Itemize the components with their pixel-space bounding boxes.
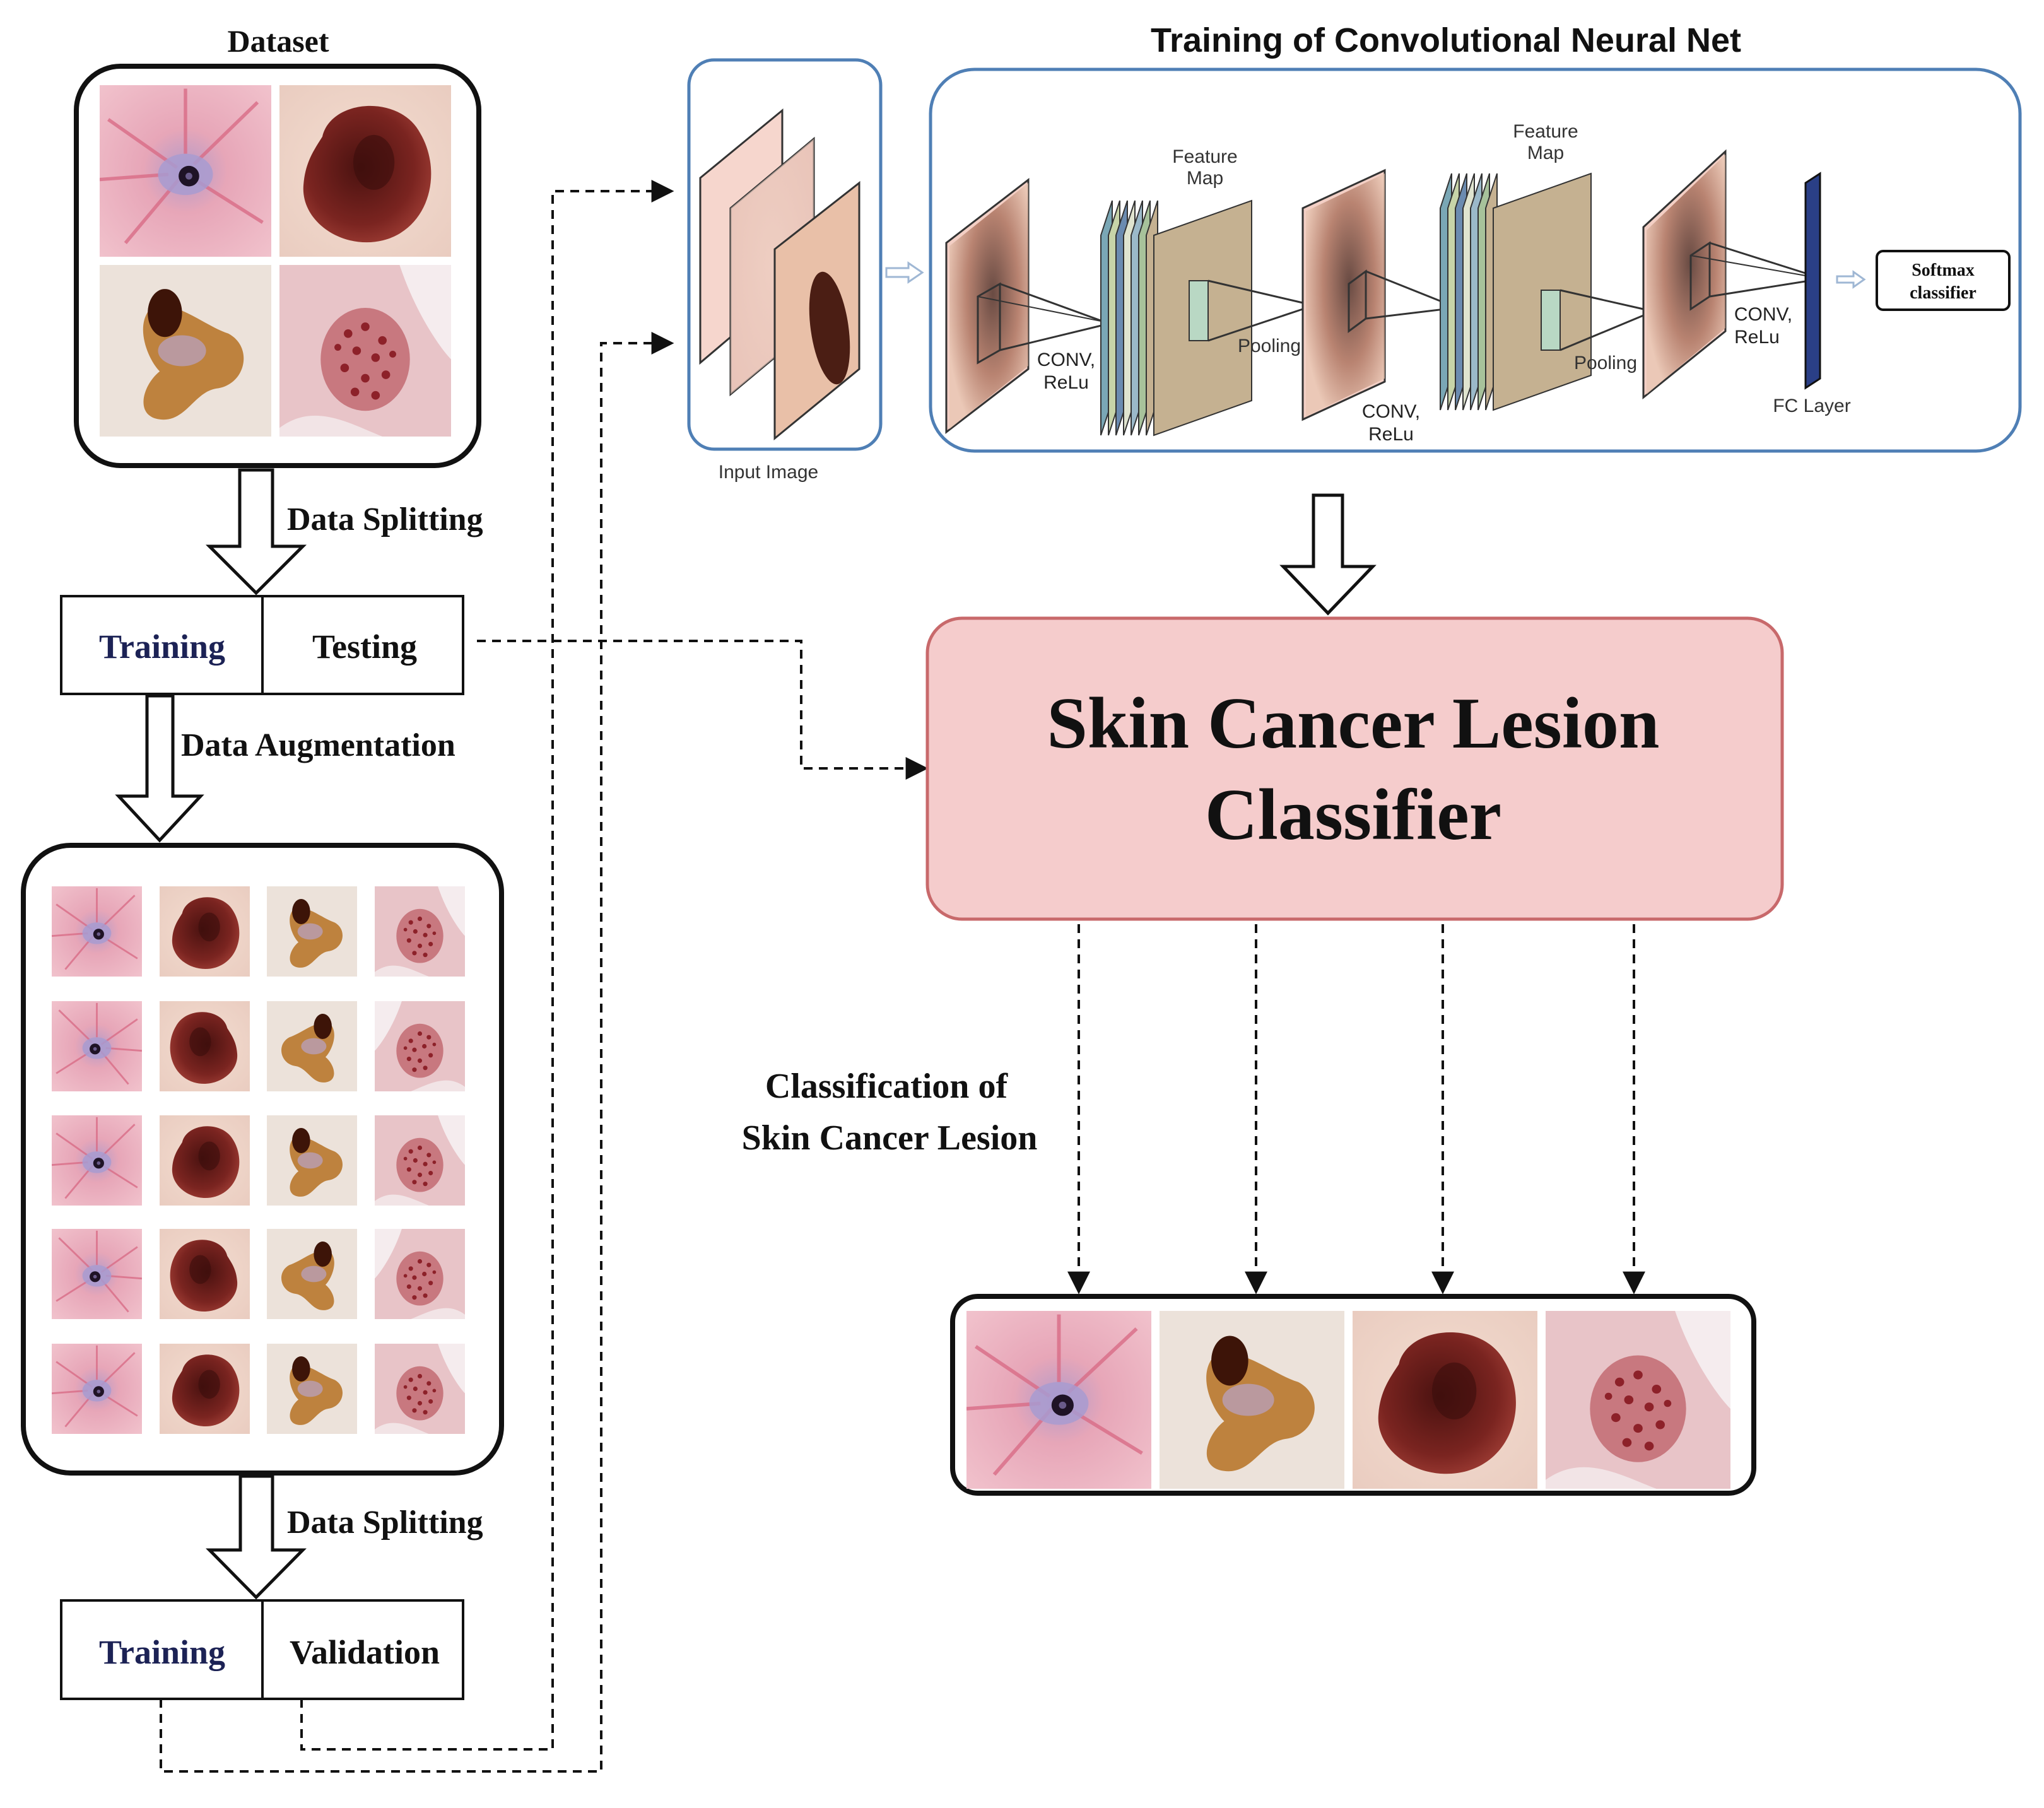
- output-image-nevus: [1353, 1311, 1537, 1489]
- step-data-splitting-1: Data Splitting: [287, 502, 483, 537]
- label-validation: Validation: [290, 1633, 440, 1671]
- dataset-box: [74, 64, 481, 468]
- classification-label-line2: Skin Cancer Lesion: [742, 1118, 1038, 1158]
- augmented-image-vascular-lesion: [52, 1115, 142, 1206]
- dataset-image-pigmented: [100, 265, 271, 437]
- softmax-box: [1876, 250, 2011, 311]
- conv-label-2a: CONV,: [1362, 401, 1420, 422]
- input-image-label: Input Image: [719, 462, 818, 483]
- output-image-dotted: [1546, 1311, 1730, 1489]
- dashed-connectors: [160, 180, 1645, 1773]
- split-box-train-test: Training Testing: [60, 595, 464, 695]
- augmented-image-vascular-lesion: [52, 1229, 142, 1319]
- hollow-arrow-split1: [205, 468, 307, 596]
- hollow-arrow-split2: [206, 1474, 307, 1600]
- augmented-image-pigmented-lesion: [267, 1344, 357, 1434]
- softmax-label-b: classifier: [1910, 283, 1976, 303]
- connector-validation-to-input: [300, 180, 674, 1751]
- augmented-image-pigmented-lesion: [267, 1229, 357, 1319]
- cnn-architecture-panel: CONV, ReLu Feature Map Pooling CONV, ReL…: [929, 68, 2022, 453]
- augmented-image-melanocytic-nevus: [160, 1115, 250, 1206]
- label-testing: Testing: [312, 628, 417, 666]
- feature-map-2-label-a: Feature: [1513, 121, 1578, 142]
- augmented-image-vascular-lesion: [52, 1344, 142, 1434]
- augmented-image-melanocytic-nevus: [160, 1229, 250, 1319]
- conv-label-2b: ReLu: [1368, 424, 1414, 445]
- input-image-stack: [699, 108, 860, 441]
- conv-label-3b: ReLu: [1734, 327, 1780, 348]
- step-data-splitting-2: Data Splitting: [287, 1505, 483, 1541]
- augmented-image-dotted-lesion: [375, 1344, 465, 1434]
- label-training-1: Training: [99, 628, 225, 666]
- augmented-image-melanocytic-nevus: [160, 886, 250, 977]
- pooling-label-1: Pooling: [1238, 336, 1301, 356]
- dataset-title: Dataset: [227, 23, 329, 59]
- classifier-title-line2: Classifier: [1205, 775, 1501, 855]
- pooling-label-2: Pooling: [1574, 353, 1637, 373]
- input-image-panel: Input Image: [687, 58, 883, 483]
- fc-layer-label: FC Layer: [1773, 396, 1850, 416]
- feature-map-2-label-b: Map: [1527, 143, 1564, 163]
- softmax-link-arrow: [1836, 270, 1866, 289]
- classification-label-line1: Classification of: [765, 1067, 1009, 1106]
- split-box-train-validation: Training Validation: [60, 1599, 464, 1700]
- label-training-2: Training: [99, 1633, 225, 1671]
- augmented-image-dotted-lesion: [375, 886, 465, 977]
- augmented-image-melanocytic-nevus: [160, 1344, 250, 1434]
- fc-layer-bar: [1804, 172, 1821, 390]
- connector-training-to-input: [160, 332, 674, 1773]
- skin-cancer-classifier-box: Skin Cancer Lesion Classifier: [925, 616, 1784, 921]
- output-image-pigmented: [1160, 1311, 1344, 1489]
- augmented-image-dotted-lesion: [375, 1001, 465, 1091]
- feature-map-1-label-a: Feature: [1172, 146, 1237, 167]
- augmented-image-pigmented-lesion: [267, 886, 357, 977]
- augmented-image-vascular-lesion: [52, 1001, 142, 1091]
- augmented-image-dotted-lesion: [375, 1115, 465, 1206]
- feature-map-stack-1: [1100, 199, 1252, 437]
- step-data-augmentation: Data Augmentation: [181, 727, 455, 763]
- augmented-image-pigmented-lesion: [267, 1115, 357, 1206]
- output-image-vascular: [966, 1311, 1151, 1489]
- augmented-image-vascular-lesion: [52, 886, 142, 977]
- conv-label-3a: CONV,: [1734, 304, 1792, 325]
- augmented-image-pigmented-lesion: [267, 1001, 357, 1091]
- conv-label-1b: ReLu: [1043, 372, 1089, 393]
- classifier-title-line1: Skin Cancer Lesion: [1047, 683, 1659, 764]
- panel-link-arrow: [885, 261, 924, 284]
- feature-map-1-label-b: Map: [1187, 168, 1223, 189]
- dataset-image-nevus: [279, 85, 451, 257]
- hollow-arrow-augment: [115, 694, 204, 843]
- augmented-image-melanocytic-nevus: [160, 1001, 250, 1091]
- hollow-arrow-to-classifier: [1279, 493, 1377, 616]
- conv-label-1a: CONV,: [1037, 349, 1095, 370]
- softmax-label-a: Softmax: [1912, 261, 1975, 280]
- classification-output-box: [950, 1294, 1756, 1496]
- dataset-image-dotted: [279, 265, 451, 437]
- cnn-title: Training of Convolutional Neural Net: [1151, 21, 1741, 59]
- augmented-image-dotted-lesion: [375, 1229, 465, 1319]
- dataset-image-vascular: [100, 85, 271, 257]
- connector-testing-to-classifier: [477, 640, 929, 780]
